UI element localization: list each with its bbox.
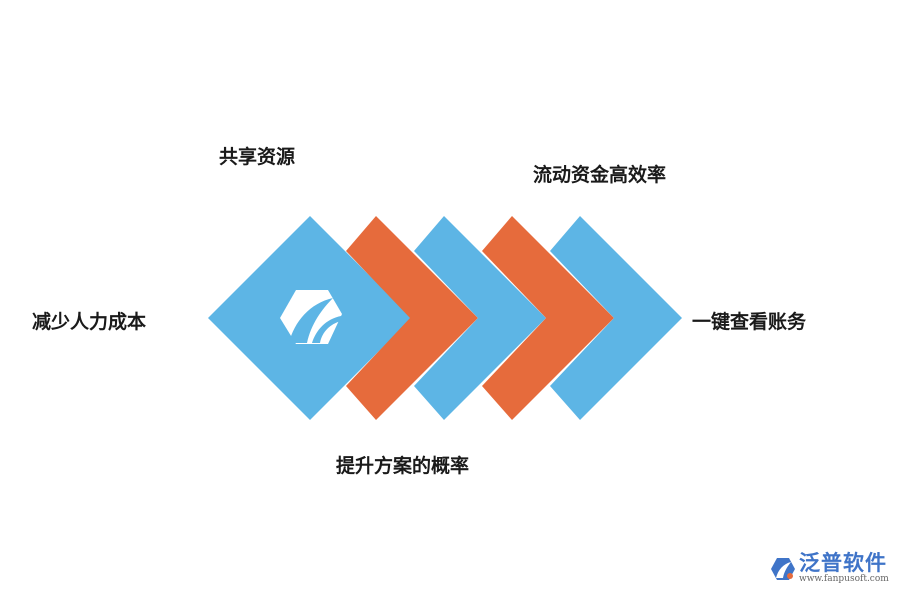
label-reduce-labor-cost: 减少人力成本: [32, 311, 147, 333]
chevron-orange-1: [346, 216, 478, 420]
chevron-orange-2: [482, 216, 614, 420]
chevron-blue-2: [550, 216, 682, 420]
watermark: 泛普软件 www.fanpusoft.com: [770, 552, 889, 585]
watermark-name: 泛普软件: [799, 551, 887, 575]
label-shared-resources: 共享资源: [219, 146, 296, 168]
watermark-url: www.fanpusoft.com: [799, 574, 889, 584]
fanpu-logo-icon: [771, 557, 795, 580]
label-liquidity-efficiency: 流动资金高效率: [533, 164, 667, 186]
leaf-logo-icon: [280, 290, 342, 344]
label-view-accounts: 一键查看账务: [692, 311, 807, 333]
chevron-blue-1: [414, 216, 546, 420]
label-improve-plan-rate: 提升方案的概率: [336, 455, 470, 477]
